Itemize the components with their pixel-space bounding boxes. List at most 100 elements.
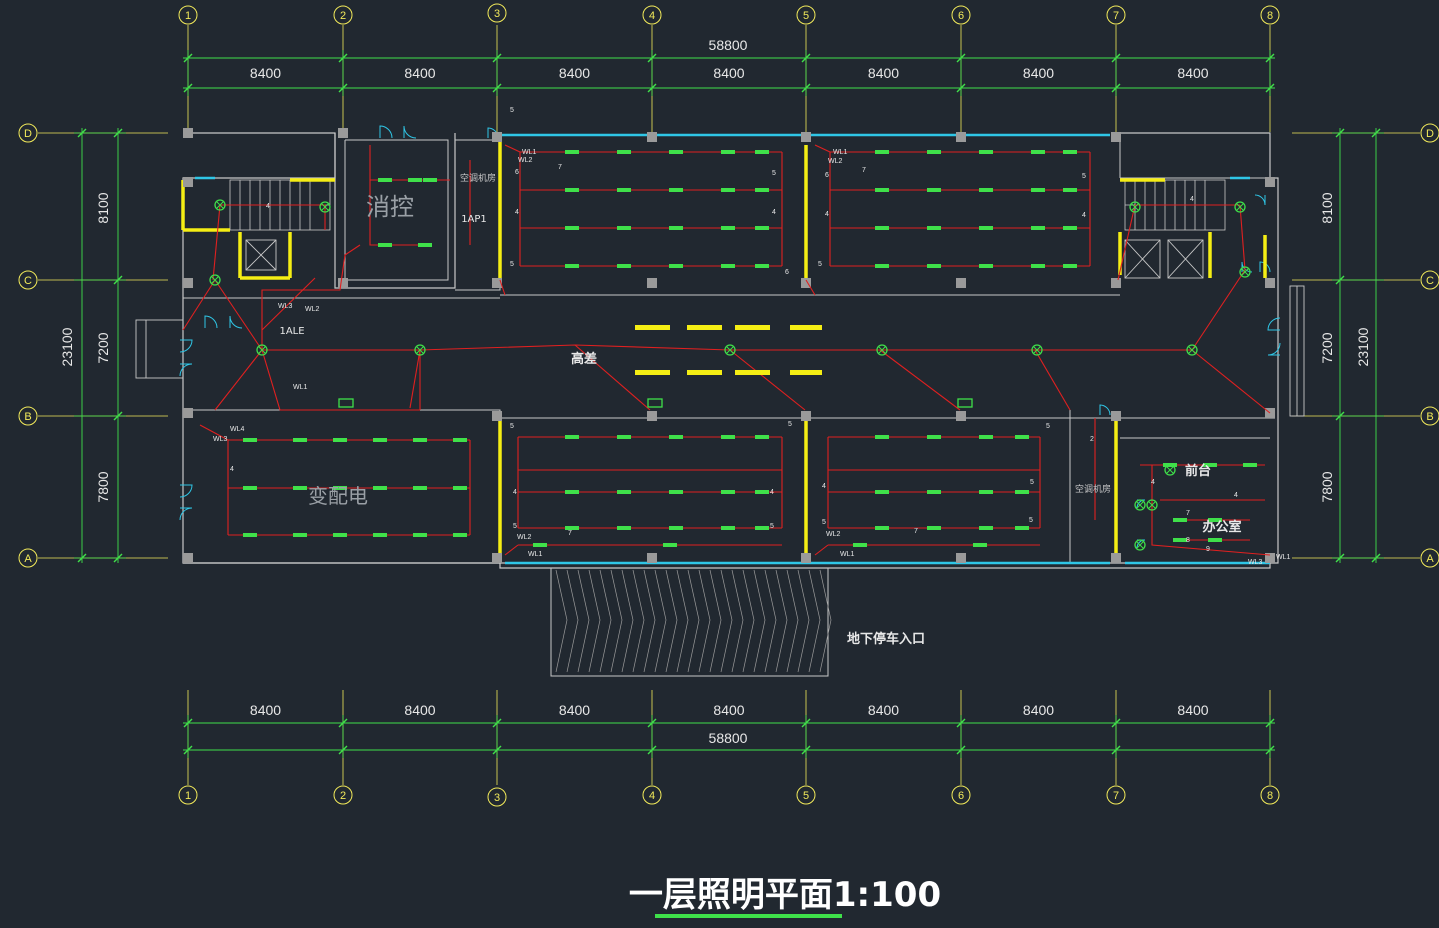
fluorescent-fixture xyxy=(617,150,631,154)
lamp-cross xyxy=(1033,346,1041,354)
light-fixtures xyxy=(243,150,1257,547)
fluorescent-fixture xyxy=(1208,518,1222,522)
circuit-tag: 5 xyxy=(1029,517,1033,524)
walls xyxy=(135,125,1305,677)
ramp-hatch xyxy=(643,569,656,673)
level-marker xyxy=(687,370,722,375)
fluorescent-fixture xyxy=(1031,264,1045,268)
level-marker xyxy=(790,325,822,330)
fluorescent-fixture xyxy=(875,188,889,192)
ramp-hatch xyxy=(819,569,832,673)
wire xyxy=(214,279,263,351)
fluorescent-fixture xyxy=(755,226,769,230)
fluorescent-fixture xyxy=(565,226,579,230)
structural-column xyxy=(492,132,502,142)
grid-bubble-5 xyxy=(796,785,816,805)
bay-dimension-labels: 8400840084008400840084008400840084008400… xyxy=(250,65,1209,718)
lamp-cross xyxy=(878,346,886,354)
span-dc-right: 8100 xyxy=(1319,192,1335,223)
fluorescent-fixture xyxy=(453,438,467,442)
ceiling-lamp xyxy=(319,201,331,213)
fluorescent-fixture xyxy=(617,435,631,439)
ramp-hatch xyxy=(764,569,777,673)
grid-bubble-D xyxy=(18,123,38,143)
wire xyxy=(814,544,829,556)
fluorescent-fixture xyxy=(669,150,683,154)
grid-bubble-label: 3 xyxy=(494,792,500,804)
ramp-hatch xyxy=(775,569,788,673)
ceiling-lamps xyxy=(209,199,1251,551)
grid-bubble-4 xyxy=(642,5,662,25)
fluorescent-fixture xyxy=(927,264,941,268)
wire xyxy=(1191,269,1246,351)
circuit-tag: WL2 xyxy=(826,531,841,538)
fluorescent-fixture xyxy=(927,226,941,230)
room-front-desk: 前台 xyxy=(1185,463,1211,479)
fluorescent-fixture xyxy=(1063,226,1077,230)
ramp-hatch xyxy=(654,569,667,673)
fluorescent-fixture xyxy=(1031,188,1045,192)
ramp-hatch xyxy=(555,569,568,673)
fluorescent-fixture xyxy=(721,435,735,439)
structural-column xyxy=(338,278,348,288)
fluorescent-fixture xyxy=(755,435,769,439)
grid-bubble-4 xyxy=(642,785,662,805)
door-swing xyxy=(1136,499,1146,509)
circuit-tag: 7 xyxy=(914,528,918,535)
grid-bubble-B xyxy=(18,406,38,426)
ceiling-lamp xyxy=(1134,499,1146,511)
level-marker xyxy=(635,325,670,330)
fluorescent-fixture xyxy=(979,526,993,530)
grid-bubble-6 xyxy=(951,785,971,805)
grid-bubble-5 xyxy=(796,5,816,25)
fluorescent-fixture xyxy=(721,264,735,268)
fluorescent-fixture xyxy=(1173,538,1187,542)
lamp-cross xyxy=(216,201,224,209)
fluorescent-fixture xyxy=(1063,188,1077,192)
span-ba-left: 7800 xyxy=(95,471,111,502)
ceiling-lamp xyxy=(209,274,221,286)
ceiling-lamp xyxy=(414,344,426,356)
ramp-hatch xyxy=(720,569,733,673)
fluorescent-fixture xyxy=(927,188,941,192)
structural-column xyxy=(956,278,966,288)
lamp-cross xyxy=(1148,501,1156,509)
circuit-tag: WL1 xyxy=(840,551,855,558)
grid-bubble-D xyxy=(1420,123,1439,143)
door-arc xyxy=(1136,539,1146,549)
fluorescent-fixture xyxy=(875,435,889,439)
bay-dimension-bottom: 8400 xyxy=(713,702,744,718)
circuit-tag: WL1 xyxy=(528,551,543,558)
total-dimension-top: 58800 xyxy=(709,37,748,53)
wire xyxy=(814,144,831,153)
circuit-tag: 7 xyxy=(862,167,866,174)
circuit-tag: 5 xyxy=(788,421,792,428)
fire-control-room-wall xyxy=(334,133,456,289)
door-arc xyxy=(179,339,193,353)
ceiling-lamp xyxy=(1234,201,1246,213)
fluorescent-fixture xyxy=(565,435,579,439)
grid-bubble-3 xyxy=(487,3,507,23)
room-ac-right: 空调机房 xyxy=(1075,483,1111,495)
circuit-tag: WL3 xyxy=(278,303,293,310)
ceiling-lamp xyxy=(1146,499,1158,511)
structural-column xyxy=(1111,553,1121,563)
door-arc xyxy=(403,125,417,139)
circuit-tag: 4 xyxy=(513,489,517,496)
fluorescent-fixture xyxy=(243,438,257,442)
fluorescent-fixture xyxy=(565,150,579,154)
door-arc xyxy=(179,363,193,377)
west-entrance-steps xyxy=(135,319,184,379)
circuit-tag: 4 xyxy=(1234,492,1238,499)
room-ac-top: 空调机房 xyxy=(460,172,496,184)
structural-column xyxy=(492,278,502,288)
door-swing xyxy=(179,484,193,498)
ramp-hatch xyxy=(786,569,799,673)
grid-bubble-7 xyxy=(1106,5,1126,25)
fluorescent-fixture xyxy=(413,533,427,537)
total-dimension-bottom: 58800 xyxy=(709,730,748,746)
door-arc xyxy=(379,125,393,139)
